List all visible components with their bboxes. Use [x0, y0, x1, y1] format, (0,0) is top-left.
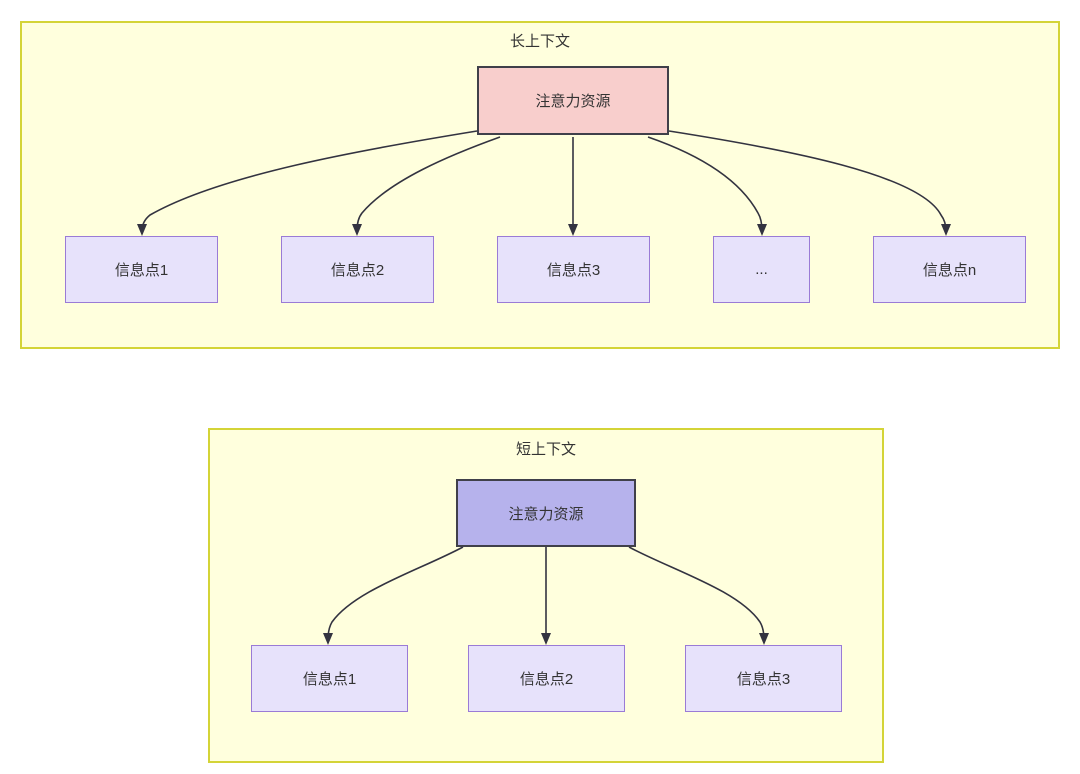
node-info-s2[interactable]: 信息点2: [468, 645, 625, 712]
node-info-s1[interactable]: 信息点1: [251, 645, 408, 712]
node-info-3[interactable]: 信息点3: [497, 236, 650, 303]
node-attention-resource-short[interactable]: 注意力资源: [456, 479, 636, 547]
node-attention-resource-long[interactable]: 注意力资源: [477, 66, 669, 135]
group-long-context-title: 长上下文: [509, 33, 570, 50]
node-info-1[interactable]: 信息点1: [65, 236, 218, 303]
node-info-ellipsis[interactable]: ...: [713, 236, 810, 303]
node-info-n[interactable]: 信息点n: [873, 236, 1026, 303]
node-info-2[interactable]: 信息点2: [281, 236, 434, 303]
group-short-context-title: 短上下文: [515, 441, 576, 458]
node-info-s3[interactable]: 信息点3: [685, 645, 842, 712]
